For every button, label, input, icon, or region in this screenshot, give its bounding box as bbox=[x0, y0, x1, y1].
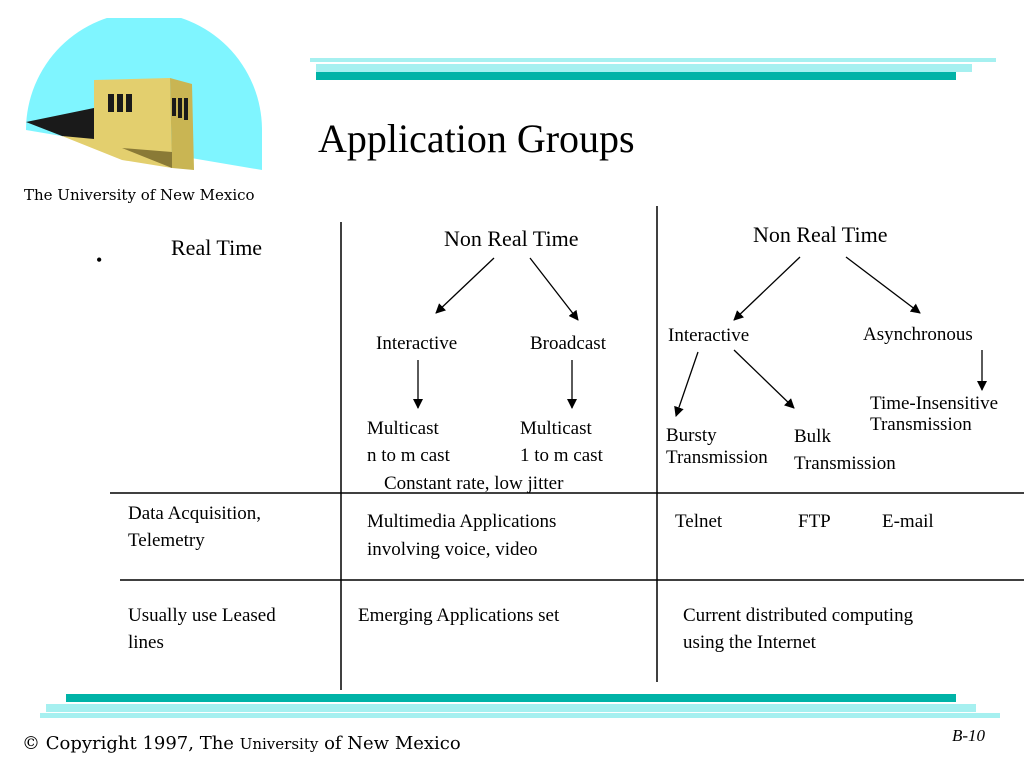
examples-nrt1-line2: involving voice, video bbox=[367, 539, 538, 560]
arrow-interactive-bursty bbox=[674, 351, 699, 417]
examples-email: E-mail bbox=[882, 511, 934, 532]
bottom-teal-bar bbox=[66, 694, 956, 702]
nrt1-multicast-n-line1: Multicast bbox=[367, 418, 439, 439]
nrt2-interactive-label: Interactive bbox=[668, 325, 750, 346]
copyright-footer: © Copyright 1997, The University of New … bbox=[22, 733, 461, 754]
arrow-nrt1-broadcast bbox=[529, 257, 579, 321]
nrt2-time-insensitive-line1: Time-Insensitive bbox=[870, 393, 999, 414]
arrow-interactive-bulk bbox=[733, 349, 795, 409]
nrt1-multicast-1-line2: 1 to m cast bbox=[520, 445, 603, 466]
nrt1-note: Constant rate, low jitter bbox=[384, 473, 564, 494]
copyright-university: University bbox=[239, 735, 319, 753]
university-name: The University of New Mexico bbox=[24, 186, 255, 204]
arrow-nrt1-interactive bbox=[435, 257, 495, 314]
page-number: B-10 bbox=[952, 726, 986, 745]
nrt1-header: Non Real Time bbox=[444, 226, 579, 251]
examples-telnet: Telnet bbox=[675, 511, 723, 532]
usage-nrt1: Emerging Applications set bbox=[358, 605, 560, 626]
bottom-light-bar bbox=[46, 704, 976, 712]
nrt2-bulk-line1: Bulk bbox=[794, 426, 831, 447]
usage-nrt2-line2: using the Internet bbox=[683, 632, 816, 653]
adobe-building-icon bbox=[26, 12, 262, 170]
examples-ftp: FTP bbox=[798, 511, 831, 532]
real-time-header: Real Time bbox=[171, 235, 263, 260]
arrow-nrt2-asynchronous bbox=[845, 256, 921, 314]
copyright-prefix: © Copyright 1997, The bbox=[22, 733, 234, 754]
nrt2-header: Non Real Time bbox=[753, 222, 888, 247]
bottom-light-bar-thin bbox=[40, 713, 1000, 718]
nrt2-asynchronous-label: Asynchronous bbox=[863, 324, 973, 345]
page-title: Application Groups bbox=[318, 116, 635, 161]
usage-real-time-line1: Usually use Leased bbox=[128, 605, 276, 626]
nrt2-bulk-line2: Transmission bbox=[794, 453, 896, 474]
top-light-bar bbox=[310, 58, 996, 62]
nrt1-multicast-n-line2: n to m cast bbox=[367, 445, 450, 466]
bullet-marker: • bbox=[96, 250, 103, 270]
top-teal-bar-dark bbox=[316, 72, 956, 80]
nrt2-bursty-line1: Bursty bbox=[666, 425, 717, 446]
nrt1-broadcast-label: Broadcast bbox=[530, 333, 606, 354]
nrt2-time-insensitive-line2: Transmission bbox=[870, 414, 972, 435]
examples-real-time-line2: Telemetry bbox=[128, 530, 205, 551]
usage-real-time-line2: lines bbox=[128, 632, 164, 653]
copyright-suffix: of New Mexico bbox=[324, 733, 461, 754]
examples-nrt1-line1: Multimedia Applications bbox=[367, 511, 557, 532]
nrt1-interactive-label: Interactive bbox=[376, 333, 458, 354]
arrow-nrt2-interactive bbox=[733, 256, 801, 321]
nrt2-bursty-line2: Transmission bbox=[666, 447, 768, 468]
examples-real-time-line1: Data Acquisition, bbox=[128, 503, 261, 524]
university-logo bbox=[22, 12, 272, 190]
top-teal-bar bbox=[316, 64, 972, 72]
nrt1-multicast-1-line1: Multicast bbox=[520, 418, 592, 439]
usage-nrt2-line1: Current distributed computing bbox=[683, 605, 914, 626]
